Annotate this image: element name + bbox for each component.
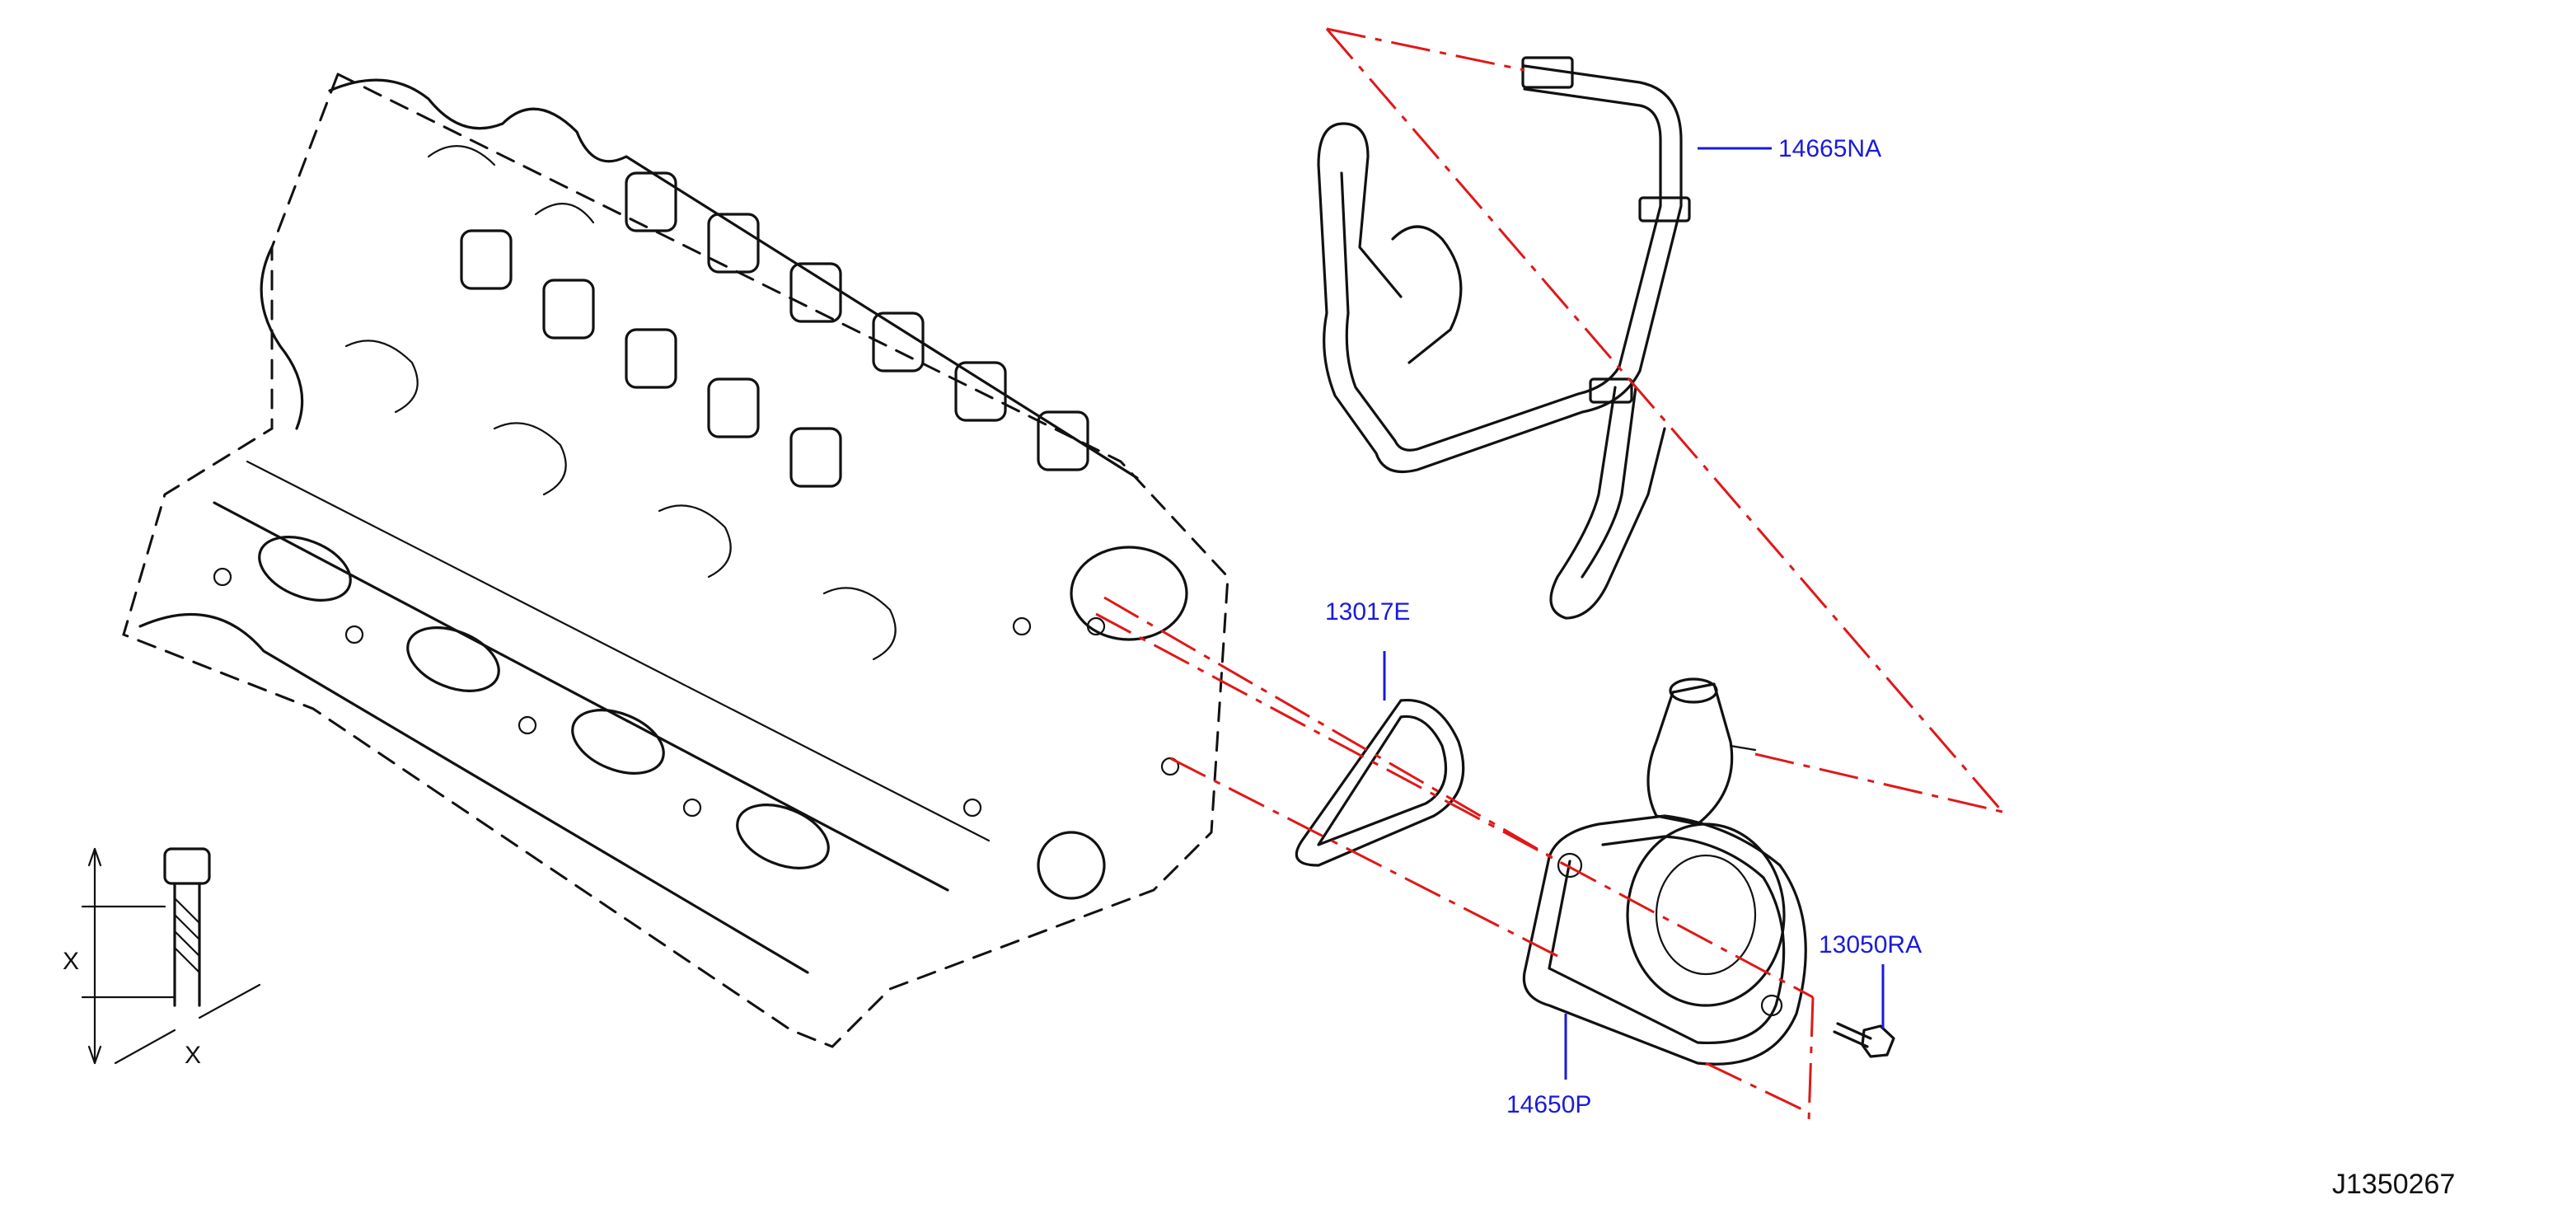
dimension-diameter-symbol: X: [185, 1042, 202, 1069]
cylinder-head-illustration: [122, 73, 1229, 1048]
alignment-lines: [1095, 27, 2004, 1122]
label-part-14650P: 14650P: [1506, 1091, 1592, 1118]
vacuum-pump-illustration: [1522, 677, 1807, 1066]
bolt-illustration: [1833, 1022, 1895, 1058]
label-part-13050RA: 13050RA: [1819, 931, 1923, 958]
label-part-14665NA: 14665NA: [1778, 135, 1882, 162]
gasket-illustration: [1295, 699, 1465, 867]
vacuum-tube-illustration: [1317, 56, 1691, 620]
diagram-code: J1350267: [2332, 1169, 2456, 1200]
dimension-length-symbol: X: [63, 948, 80, 975]
bolt-dimension-inset: [81, 847, 261, 1065]
label-part-13017E: 13017E: [1325, 598, 1411, 626]
callout-leaders: [1383, 147, 1885, 1080]
